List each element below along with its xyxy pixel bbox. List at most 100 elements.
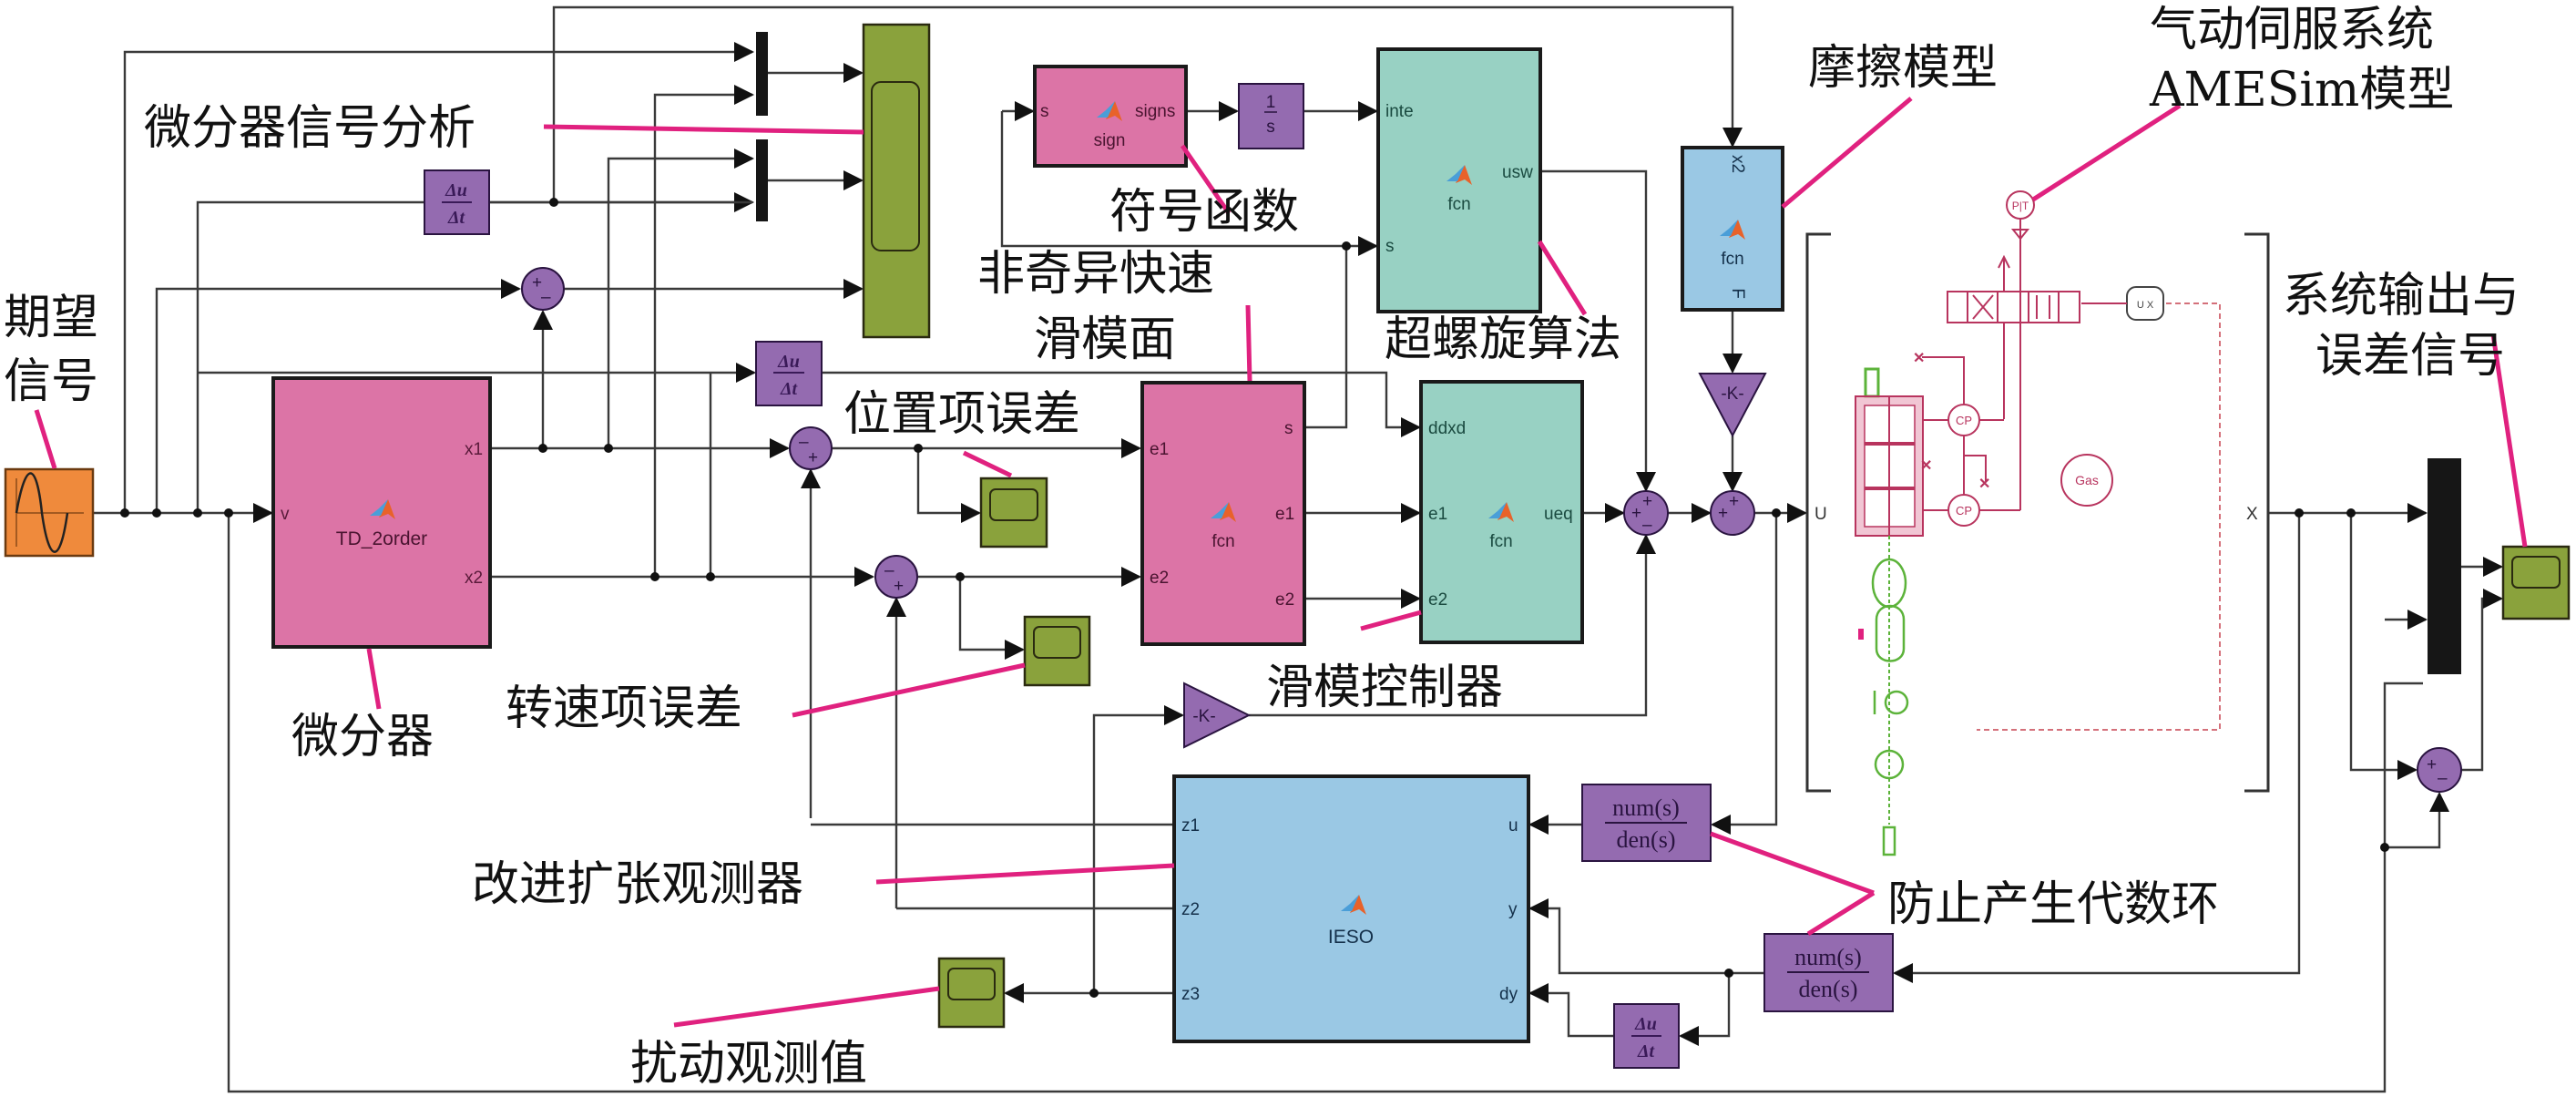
output-mux[interactable] [2428, 458, 2461, 674]
label-ieso: 改进扩张观测器 [472, 857, 803, 912]
svg-text:✕: ✕ [1920, 458, 1932, 474]
label-position-error: 位置项误差 [843, 387, 1080, 442]
block-name: fcn [1211, 532, 1234, 551]
sliding-mode-controller-block[interactable]: ddxd e1 e2 ueq fcn [1419, 380, 1584, 644]
port-z2: z2 [1181, 900, 1200, 919]
friction-gain-block[interactable]: -K- [1698, 373, 1767, 438]
mux-1[interactable] [756, 32, 768, 116]
derivative-block-top[interactable]: Δu Δt [424, 169, 490, 235]
sign-plus: + [532, 273, 542, 292]
sliding-surface-block[interactable]: e1 e2 s e1 e2 fcn [1140, 381, 1306, 646]
port-s: s [1385, 237, 1395, 256]
sign-minus: – [884, 561, 894, 580]
sign-plus: + [1642, 492, 1652, 511]
scope-screen-icon [871, 81, 920, 251]
super-twisting-block[interactable]: inte s usw fcn [1376, 47, 1542, 313]
tf-num: num(s) [1612, 795, 1680, 821]
label-differentiator-analysis: 微分器信号分析 [144, 101, 475, 156]
port-z1: z1 [1181, 816, 1200, 836]
annotation-leaders [34, 97, 2528, 1028]
port-e2-in: e2 [1150, 569, 1169, 588]
transfer-function-block-y[interactable]: num(s) den(s) [1763, 933, 1894, 1012]
gas-properties-icon [2060, 454, 2113, 507]
pt-label: P|T [2012, 200, 2029, 212]
integrator-den: s [1266, 118, 1275, 137]
sign-plus: + [1631, 504, 1641, 523]
svg-text:✕: ✕ [1913, 351, 1925, 366]
block-name: fcn [1447, 195, 1470, 214]
port-X: X [2246, 505, 2258, 524]
derivative-den: Δt [1637, 1041, 1656, 1061]
port-u: u [1508, 816, 1518, 836]
amesim-pneumatic-model[interactable]: U X P|T U X [1805, 190, 2270, 856]
transfer-function-block-u[interactable]: num(s) den(s) [1581, 784, 1712, 862]
port-e2: e2 [1428, 590, 1447, 610]
junction-dots [120, 198, 2389, 998]
label-sm-controller: 滑模控制器 [1266, 661, 1503, 715]
gain-label: -K- [1192, 707, 1215, 726]
disturbance-scope[interactable] [937, 957, 1006, 1029]
directional-valve-icon [1947, 254, 2080, 419]
tf-den: den(s) [1617, 826, 1676, 853]
derivative-num: Δu [777, 352, 800, 372]
port-e1: e1 [1428, 505, 1447, 524]
friction-model-block[interactable]: x2 F fcn [1681, 146, 1784, 312]
integrator-block[interactable]: 1 s [1238, 83, 1304, 149]
sign-minus: – [541, 288, 551, 307]
mux-2[interactable] [756, 139, 768, 221]
sum-block-reference-error[interactable]: + – [521, 267, 565, 311]
port-y: y [1508, 900, 1518, 919]
label-sign-function: 符号函数 [1109, 185, 1299, 240]
label-algebraic-loop: 防止产生代数环 [1887, 877, 2219, 932]
scope-screen-icon [2511, 556, 2561, 589]
port-x2: x2 [465, 569, 483, 588]
derivative-den: Δt [447, 208, 466, 228]
scope-screen-icon [989, 488, 1038, 521]
gain-label: -K- [1721, 384, 1743, 404]
label-sliding-surface-l2: 滑模面 [1034, 313, 1176, 367]
sign-plus: + [1729, 492, 1739, 511]
disturbance-gain-block[interactable]: -K- [1183, 682, 1252, 749]
sign-plus: + [1718, 504, 1728, 523]
label-speed-error: 转速项误差 [506, 682, 742, 736]
tf-num: num(s) [1794, 944, 1862, 970]
ieso-block[interactable]: z1 z2 z3 u y dy IESO [1172, 774, 1530, 1043]
block-name: fcn [1721, 250, 1743, 269]
pneumatic-cylinder-icon [1855, 367, 1924, 537]
block-name: sign [1094, 131, 1126, 150]
sum-block-control[interactable]: + + – [1623, 490, 1669, 536]
sign-minus: – [2438, 769, 2448, 788]
port-F: F [1728, 288, 1747, 299]
sine-wave-source-block[interactable] [4, 467, 95, 558]
tf-den: den(s) [1799, 976, 1858, 1002]
bracket-left [1805, 232, 1831, 793]
differentiator-scope[interactable] [862, 23, 931, 339]
sign-plus: + [2427, 755, 2437, 774]
sum-block-output-error[interactable]: + – [2417, 747, 2462, 793]
sum-block-speed-error[interactable]: – + [874, 555, 918, 599]
port-x1: x1 [465, 440, 483, 459]
derivative-block-mid[interactable]: Δu Δt [755, 341, 823, 406]
speed-error-scope[interactable] [1023, 615, 1091, 687]
cp-label: CP [1956, 504, 1972, 518]
position-error-scope[interactable] [979, 477, 1048, 548]
mechanical-load-icon [1858, 536, 1909, 856]
port-inte: inte [1385, 102, 1414, 121]
derivative-block-bottom[interactable]: Δu Δt [1613, 1003, 1680, 1069]
td-2order-block[interactable]: v x1 x2 TD_2order [271, 376, 492, 649]
port-x2: x2 [1728, 155, 1747, 173]
sum-block-position-error[interactable]: – + [789, 426, 833, 470]
sign-plus: + [808, 448, 818, 467]
gas-label: Gas [2075, 473, 2099, 487]
port-usw: usw [1502, 163, 1533, 182]
output-scope[interactable] [2501, 545, 2571, 620]
port-signs: signs [1135, 102, 1175, 121]
sum-block-friction-comp[interactable]: + + [1710, 490, 1755, 536]
label-desired-signal-l1: 期望 [4, 291, 98, 345]
port-s: s [1040, 102, 1049, 121]
port-e1-out: e1 [1275, 505, 1294, 524]
sign-function-block[interactable]: s signs sign [1033, 65, 1188, 168]
sign-minus: – [1642, 516, 1652, 535]
port-dy: dy [1499, 985, 1518, 1004]
